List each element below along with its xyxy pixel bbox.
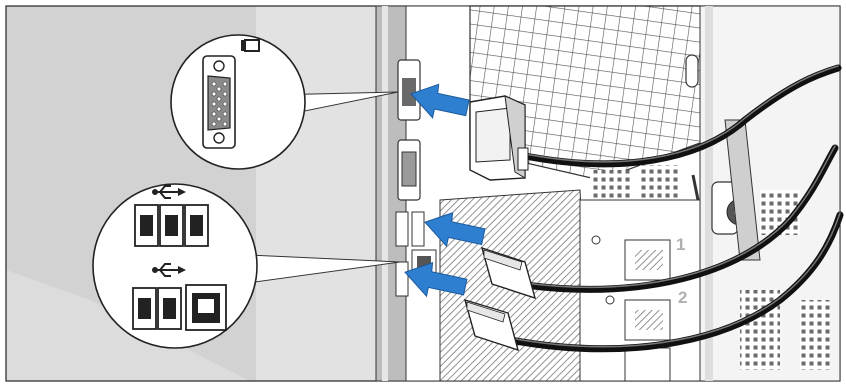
usb-icon-lower xyxy=(152,263,186,277)
usb-cable-connector-1 xyxy=(480,246,537,300)
usb-cable-connector-2 xyxy=(463,298,520,352)
arrow-video xyxy=(410,83,470,119)
monitor-cable xyxy=(516,64,842,168)
usb-icon xyxy=(152,185,186,199)
keyboard-cable xyxy=(521,144,839,293)
vga-cable-connector xyxy=(469,95,529,181)
rear-io-panel xyxy=(395,59,437,297)
video-port-callout xyxy=(170,34,306,170)
insertion-arrows xyxy=(404,83,486,298)
slot-number-1: 1 xyxy=(676,235,685,254)
cables xyxy=(506,64,844,353)
usb-port-row-bottom xyxy=(132,287,182,330)
mouse-cable xyxy=(506,211,844,353)
rj45-network-port-icon xyxy=(185,284,227,331)
slot-number-2: 2 xyxy=(678,288,687,307)
usb-port-row-top xyxy=(134,204,209,247)
vga-port-icon xyxy=(202,55,236,149)
monitor-icon xyxy=(241,39,260,52)
usb-network-port-callout xyxy=(92,183,258,349)
arrow-usb-1 xyxy=(424,212,486,248)
arrow-usb-2 xyxy=(404,262,468,298)
